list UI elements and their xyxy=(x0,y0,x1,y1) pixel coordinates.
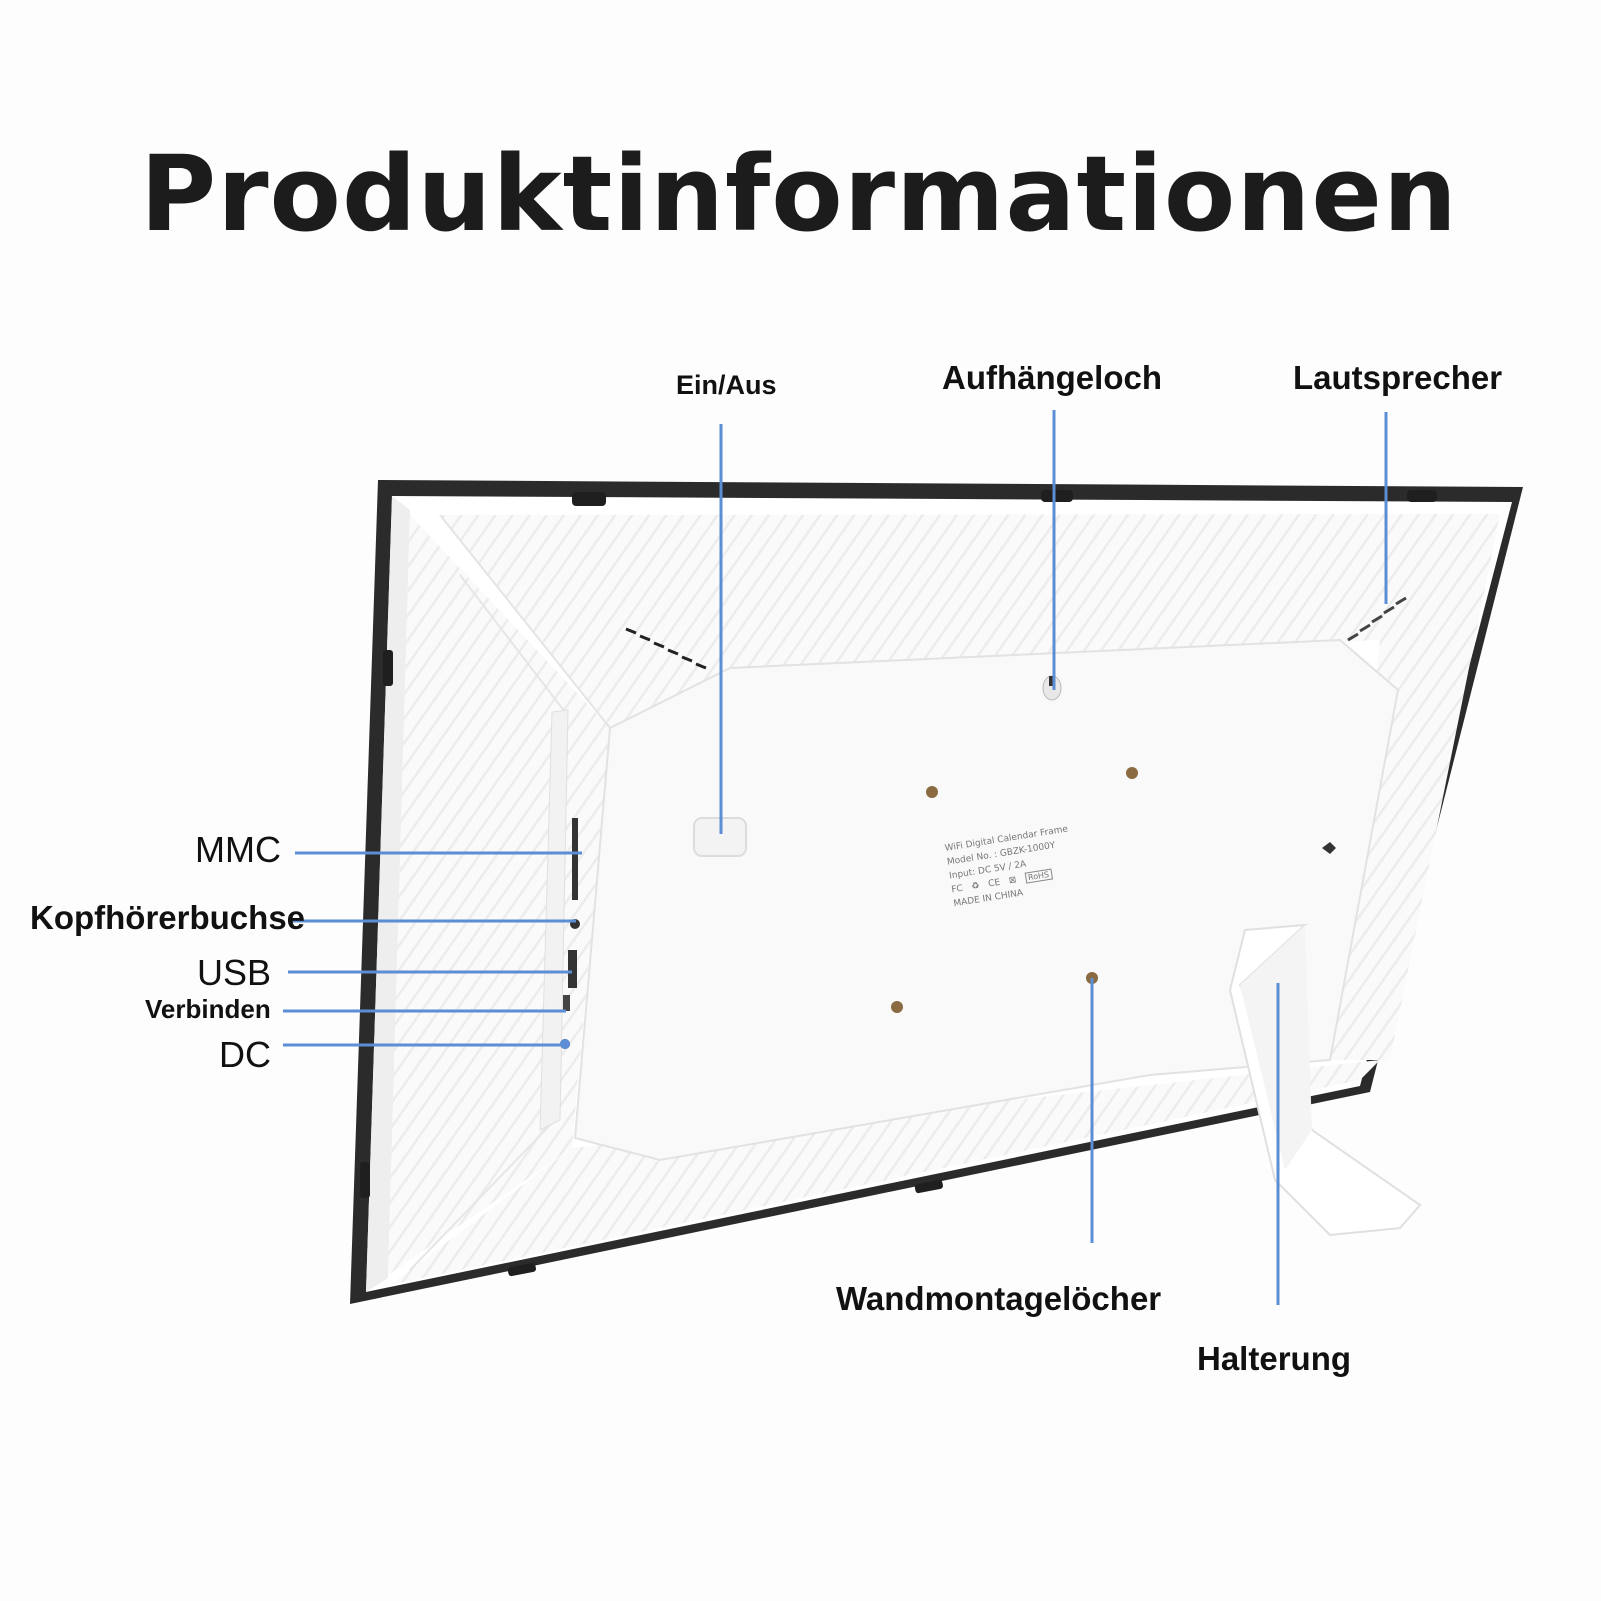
label-mmc: MMC xyxy=(195,829,281,870)
label-wandmontageloecher: Wandmontagelöcher xyxy=(836,1280,1162,1317)
screw-icon xyxy=(1126,767,1138,779)
inner-panel-bevel xyxy=(439,514,611,729)
inner-panel xyxy=(573,638,1400,1162)
bottom-clip-left xyxy=(507,1262,536,1277)
label-kopfhoererbuchse: Kopfhörerbuchse xyxy=(30,899,306,936)
recycle-icon: ♻ xyxy=(970,880,981,892)
wall-mount-screws xyxy=(891,767,1138,1013)
back-panel-edge xyxy=(366,496,410,1292)
ribbed-zone-bottom xyxy=(390,1060,1380,1285)
label-ein-aus: Ein/Aus xyxy=(676,370,777,400)
label-dc: DC xyxy=(219,1034,271,1075)
screw-icon xyxy=(891,1001,903,1013)
callout-lines xyxy=(283,410,1388,1305)
mmc-slot xyxy=(572,818,578,900)
label-aufhaengeloch: Aufhängeloch xyxy=(942,359,1162,396)
ribbed-zone-top xyxy=(440,514,1500,728)
bottom-clip-center xyxy=(914,1179,943,1194)
connect-port xyxy=(563,995,570,1011)
wall-hook-icon xyxy=(1322,842,1336,854)
top-clip-right xyxy=(1407,490,1437,502)
label-halterung: Halterung xyxy=(1197,1340,1352,1377)
side-clip-upper xyxy=(383,650,393,686)
ribbed-zone-right xyxy=(1330,514,1500,1060)
side-clip-lower xyxy=(360,1162,370,1198)
speaker-grille-left xyxy=(625,627,707,670)
label-usb: USB xyxy=(196,952,271,993)
speaker-grille-right xyxy=(1347,596,1407,642)
screw-icon xyxy=(926,786,938,798)
page-title: Produktinformationen xyxy=(140,133,1458,255)
fc-icon: FC xyxy=(950,883,964,896)
top-clip-center xyxy=(1041,490,1073,502)
bin-icon: ⊠ xyxy=(1008,875,1018,887)
label-verbinden: Verbinden xyxy=(145,994,271,1024)
top-clip-left xyxy=(572,492,606,506)
usb-port xyxy=(568,950,577,988)
ce-icon: CE xyxy=(987,877,1001,890)
callout-dot-dc xyxy=(560,1039,570,1049)
hanging-hole-slot xyxy=(1049,676,1055,686)
stand-shade xyxy=(1240,925,1312,1170)
label-lautsprecher: Lautsprecher xyxy=(1293,359,1503,396)
